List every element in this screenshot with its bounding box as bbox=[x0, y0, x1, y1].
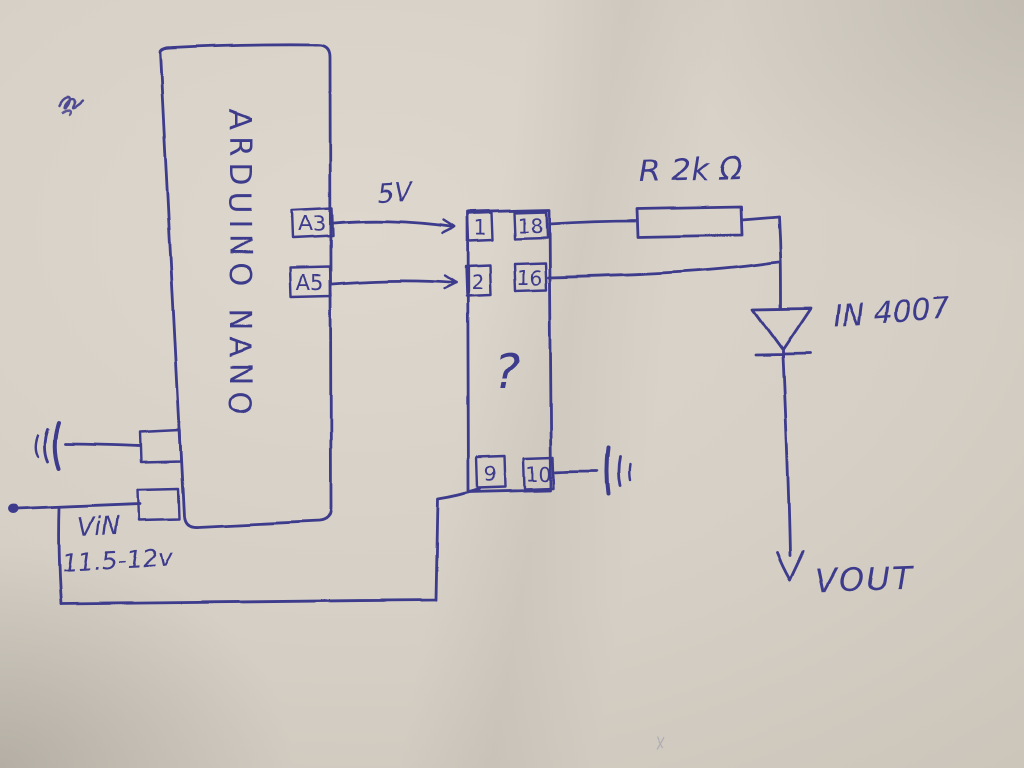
ic-pin-16: 16 bbox=[512, 261, 548, 293]
wire-pin16-right bbox=[546, 260, 781, 279]
ic-pin-9: 9 bbox=[475, 454, 508, 490]
vin-line2: 11.5-12v bbox=[61, 543, 175, 578]
arduino-tab-bottom bbox=[136, 487, 181, 522]
wire-vin-drop bbox=[57, 506, 63, 606]
ic-pin-1: 1 bbox=[466, 211, 495, 243]
ic-pin-18-label: 18 bbox=[517, 214, 542, 238]
diode-icon bbox=[751, 306, 813, 358]
unknown-ic: 1 18 2 16 9 10 ? bbox=[464, 208, 556, 494]
diode: IN 4007 bbox=[751, 291, 951, 358]
pin-a3-label: A3 bbox=[298, 212, 326, 236]
pin-a3-box bbox=[290, 206, 335, 240]
wire-vertical-to-diode bbox=[777, 215, 783, 309]
wire-pin18-to-resistor bbox=[547, 219, 638, 226]
wire-resistor-right bbox=[740, 215, 781, 222]
resistor: R 2k Ω bbox=[547, 150, 781, 239]
arduino-outline bbox=[158, 43, 333, 529]
resistor-label: R 2k Ω bbox=[639, 150, 743, 190]
pin-a5: A5 bbox=[288, 265, 333, 299]
ic-unknown-label: ? bbox=[494, 344, 519, 400]
ic-pin-10-label: 10 bbox=[526, 462, 551, 486]
supply-5v-label: 5V bbox=[377, 177, 415, 209]
diode-label: IN 4007 bbox=[832, 291, 951, 334]
ground-icon-right bbox=[552, 446, 632, 496]
arduino-label: ARDUINO NANO bbox=[222, 109, 257, 421]
faint-pen-mark bbox=[656, 735, 665, 750]
wire-diode-to-vout bbox=[781, 354, 792, 558]
pin-a5-label: A5 bbox=[296, 271, 324, 295]
resistor-body bbox=[635, 205, 744, 239]
arduino-nano: ARDUINO NANO A3 A5 bbox=[136, 43, 335, 529]
ground-icon-left bbox=[34, 421, 142, 470]
wire-bottom-rail bbox=[59, 487, 482, 606]
arrow-icon bbox=[441, 218, 457, 235]
ic-pin-16-label: 16 bbox=[516, 266, 541, 290]
ic-pin-18: 18 bbox=[512, 210, 549, 241]
wire-a5-to-pin2 bbox=[330, 274, 458, 291]
ic-pin-2: 2 bbox=[464, 264, 493, 299]
wire-vin bbox=[14, 502, 142, 511]
vin-line1: ViN bbox=[77, 511, 122, 542]
ic-pin-2-label: 2 bbox=[472, 271, 485, 295]
arduino-tab-top bbox=[138, 428, 183, 464]
vout-label: VOUT bbox=[815, 559, 915, 600]
ic-pin-1-label: 1 bbox=[475, 216, 488, 240]
pin-a3: A3 bbox=[290, 206, 335, 240]
wire-a3-to-pin1: 5V bbox=[332, 177, 457, 235]
vout-arrow-icon bbox=[775, 550, 805, 582]
vout: VOUT bbox=[775, 354, 915, 600]
pin-a5-box bbox=[288, 265, 333, 299]
ic-pin-9-label: 9 bbox=[485, 462, 498, 486]
vin: ViN 11.5-12v bbox=[8, 487, 482, 606]
ink-scribble bbox=[58, 95, 85, 116]
vin-terminal-dot bbox=[8, 504, 18, 514]
ic-pin-10: 10 bbox=[522, 455, 556, 491]
ic-outline bbox=[466, 208, 553, 494]
arrow-icon bbox=[442, 274, 458, 291]
